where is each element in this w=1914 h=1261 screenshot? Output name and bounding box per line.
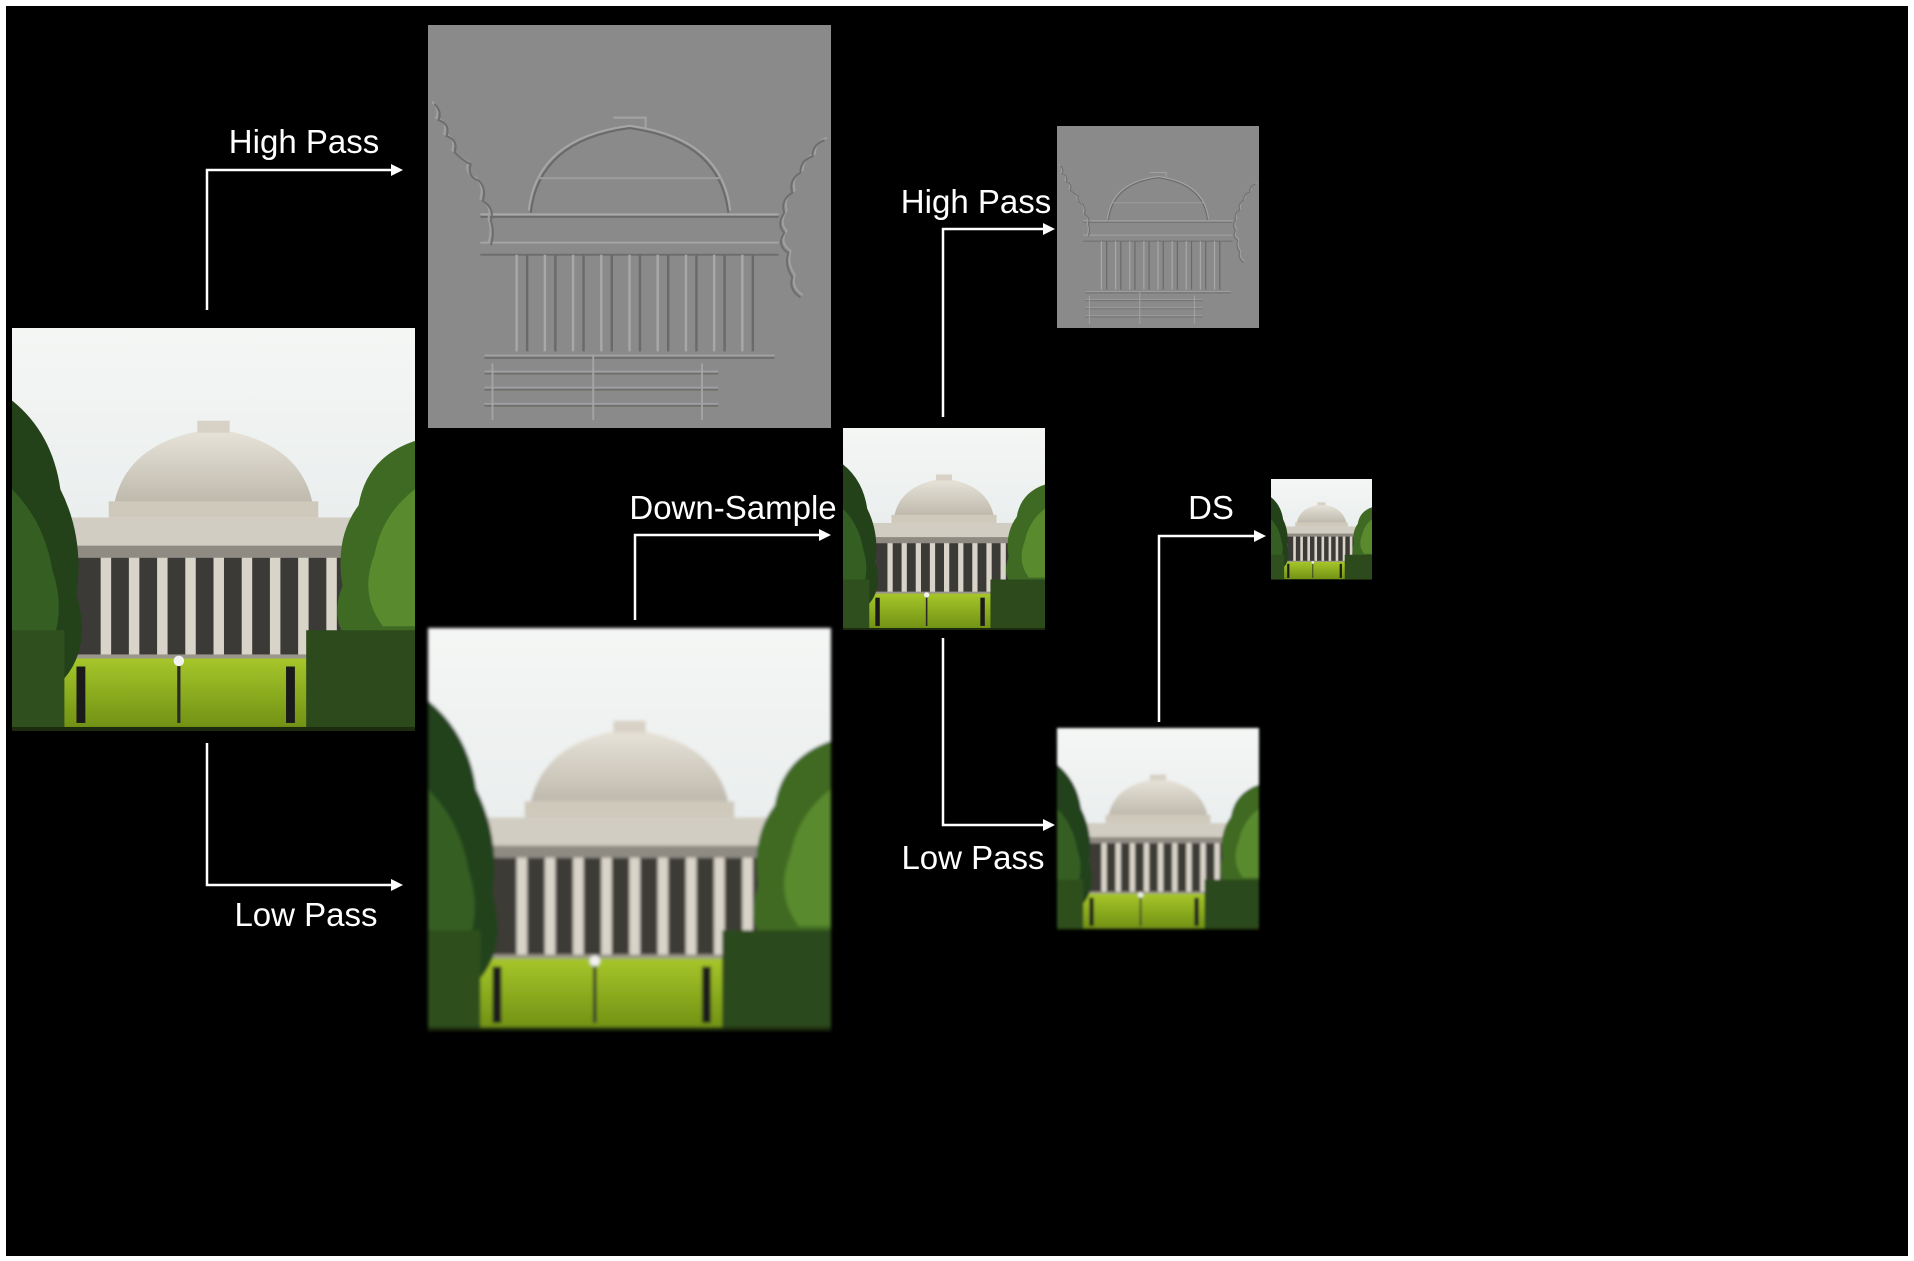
diagram-frame: High Pass Low Pass Down-Sample High Pass…: [6, 6, 1908, 1256]
label-low-pass-2: Low Pass: [901, 839, 1044, 876]
label-low-pass-1: Low Pass: [234, 896, 377, 933]
pyramid-diagram: High Pass Low Pass Down-Sample High Pass…: [6, 6, 1908, 1256]
label-down-sample: Down-Sample: [629, 489, 836, 526]
label-high-pass-1: High Pass: [229, 123, 379, 160]
label-high-pass-2: High Pass: [901, 183, 1051, 220]
low-pass-image-1: [428, 628, 831, 1031]
arrow-high-pass-1: [207, 164, 403, 310]
down-sampled-image: [843, 428, 1045, 630]
low-pass-image-2: [1057, 728, 1259, 930]
arrow-down-sample: [635, 529, 831, 620]
label-ds: DS: [1188, 489, 1234, 526]
arrow-low-pass-2: [943, 638, 1055, 831]
ds-result-image: [1271, 479, 1372, 580]
original-image: [12, 328, 415, 731]
arrow-low-pass-1: [207, 743, 403, 891]
high-pass-image-2: [1057, 126, 1259, 328]
high-pass-image-1: [428, 25, 831, 428]
arrow-ds: [1159, 530, 1266, 722]
arrow-high-pass-2: [943, 223, 1055, 417]
